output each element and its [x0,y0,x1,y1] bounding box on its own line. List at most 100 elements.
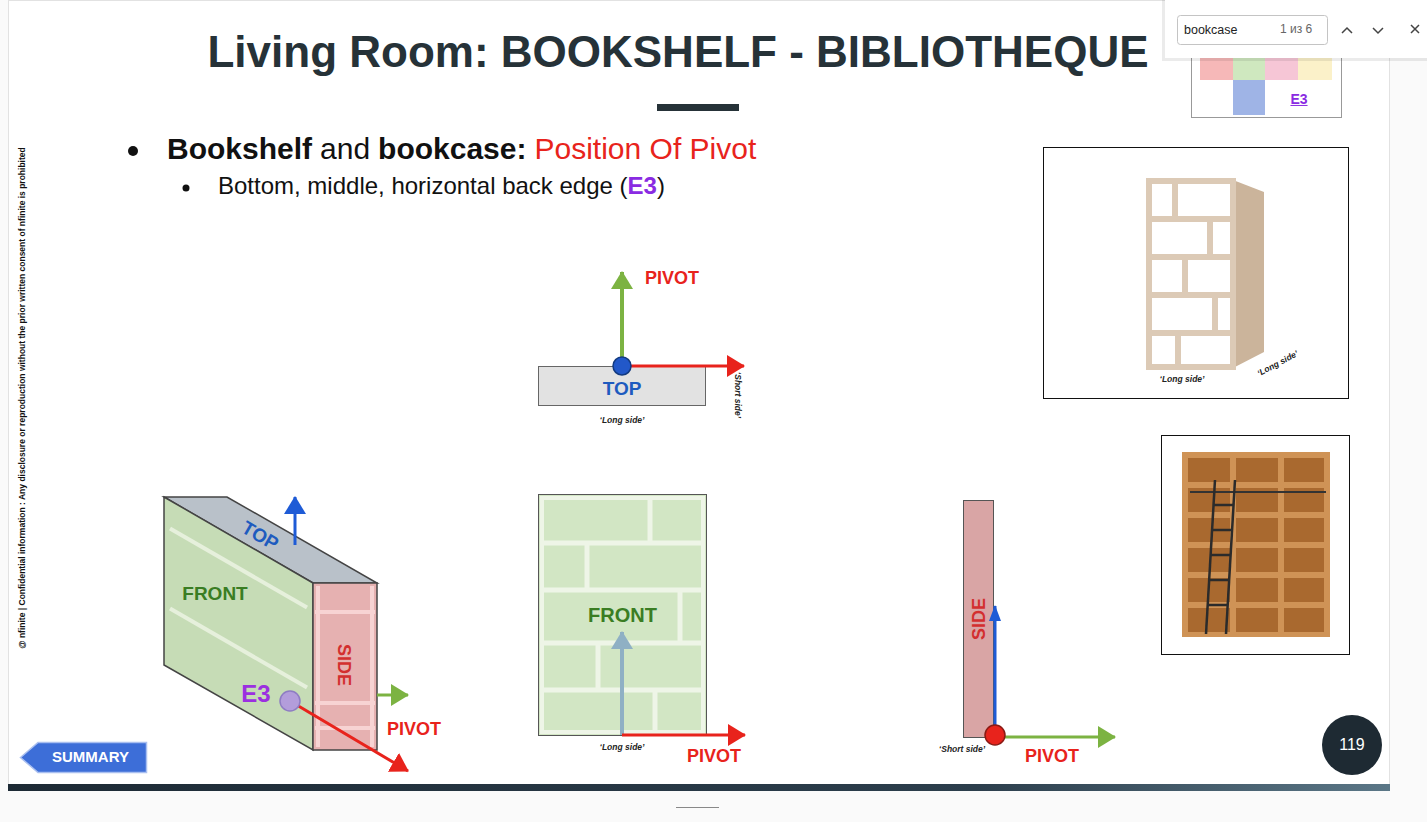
photo-bookcase-with-ladder [1182,452,1330,637]
slide-title-box: Living Room: BOOKSHELF - BIBLIOTHEQUE [170,24,1186,80]
find-bar [1162,0,1427,61]
bookshelf-3d [315,701,375,705]
summary-button: SUMMARY [20,742,147,773]
bookshelf-3d [313,583,377,750]
photo-bookcase-with-ladder [1211,554,1231,557]
bullet-term: bookcase: [378,131,526,167]
bookshelf-3d [170,529,307,608]
bookshelf-3d [170,529,307,688]
bookshelf-3d [315,726,375,730]
top-view-axes [613,357,631,375]
bullet-highlight: Position Of Pivot [534,131,756,167]
page-number: 119 [1339,736,1365,754]
front-view-shelving [585,543,590,590]
edge-code: E3 [241,680,270,708]
photo-bookcase-with-ladder [1226,480,1235,634]
photo-modern-bookshelf [1149,254,1233,260]
side-note: ‘Long side’ [600,416,645,426]
front-view-shelving [596,643,601,690]
side-view-panel [964,501,994,738]
bookshelf-3d [316,586,320,747]
thumbnail [1233,58,1265,80]
slide-title: Living Room: BOOKSHELF - BIBLIOTHEQUE [207,27,1148,76]
side-view-panel [964,501,994,738]
edge-code: E3 [628,172,657,201]
photo-modern-bookshelf [1212,295,1218,333]
side-view-box: SIDE [963,500,994,738]
bookshelf-3d [315,610,375,614]
front-view-box: FRONT [538,494,707,736]
slide-background [8,784,1390,791]
photo-modern-bookshelf [1182,257,1188,295]
photo-modern-bookshelf [1149,181,1233,367]
bookshelf-3d [164,497,377,750]
photo-bookcase-with-ladder [1214,504,1234,507]
side-view-axes [985,606,1115,745]
photo-bookcase-with-ladder [1162,436,1350,655]
photo-modern-bookshelf [1175,333,1181,367]
bookshelf-3d-axes [377,694,408,697]
front-view-shelving [653,690,658,733]
view-label: FRONT [588,604,657,626]
page-number-badge: 119 [1322,715,1382,775]
front-view-axes [620,632,624,735]
photo-bookcase-with-ladder [1162,436,1350,655]
photo-bookcase-with-ladder [1206,480,1235,634]
confidential-watermark: @ nfinite | Confidential information : A… [18,147,28,648]
view-label: TOP [603,379,642,400]
face-label: SIDE [334,644,355,686]
bullet-term: Bookshelf [167,131,312,167]
bullet-text: and [320,131,370,167]
photo-modern-bookshelf [1149,181,1233,367]
side-note: ‘Long side’ [600,743,645,753]
find-bar [1165,0,1427,58]
thumbnail [1265,58,1298,80]
slide-background [676,807,719,808]
find-bar [1342,28,1352,33]
pivot-label: PIVOT [687,746,741,767]
sub-bullet-text: ) [657,172,665,201]
front-view-axes [622,632,745,735]
bookshelf-3d [164,497,313,750]
title-underline [657,104,739,111]
pivot-label: PIVOT [645,268,699,289]
photo-modern-bookshelf [1149,330,1233,336]
photo-bookcase-with-ladder [1190,491,1326,493]
photo-modern-bookshelf [1149,292,1233,298]
thumbnail [1298,58,1332,80]
side-view-axes [994,606,997,735]
side-note: ‘Long side’ [1160,375,1205,385]
search-text: bookcase [1184,23,1238,37]
front-view-shelving [541,541,704,546]
summary-arrow-shape [21,743,147,773]
title-underline [657,104,739,111]
match-count: 1 из 6 [1280,23,1312,37]
thumbnail-link: E3 [1290,91,1307,107]
bookshelf-3d-axes [294,497,297,545]
front-view-shelving [678,590,683,643]
front-view-axes [622,734,745,737]
side-note: ‘Short side’ [732,372,742,418]
front-view-shelving [648,498,653,543]
bullet-line: Bottom, middle, horizontal back edge (E3… [218,172,665,202]
photo-modern-bookshelf [1233,180,1264,368]
face-label: FRONT [182,583,247,605]
photo-modern-bookshelf [1172,181,1178,219]
bullet-dot [183,185,190,192]
front-view-shelving [539,495,707,736]
photo-bookcase-with-ladder [1208,604,1228,607]
thumbnail [1233,80,1265,115]
top-view-axes [630,365,744,368]
find-bar [1178,16,1328,45]
photo-bookcase-with-ladder [1213,529,1232,532]
front-view-shelving [539,495,707,736]
find-bar [1411,25,1419,33]
side-view-axes [985,725,1005,745]
sub-bullet-text: Bottom, middle, horizontal back edge ( [218,172,628,201]
find-bar [1373,28,1383,33]
side-view-axes [1003,736,1115,739]
slide-background [9,1,1390,785]
pivot-label: PIVOT [387,719,441,740]
photo-modern-bookshelf [1044,148,1349,399]
